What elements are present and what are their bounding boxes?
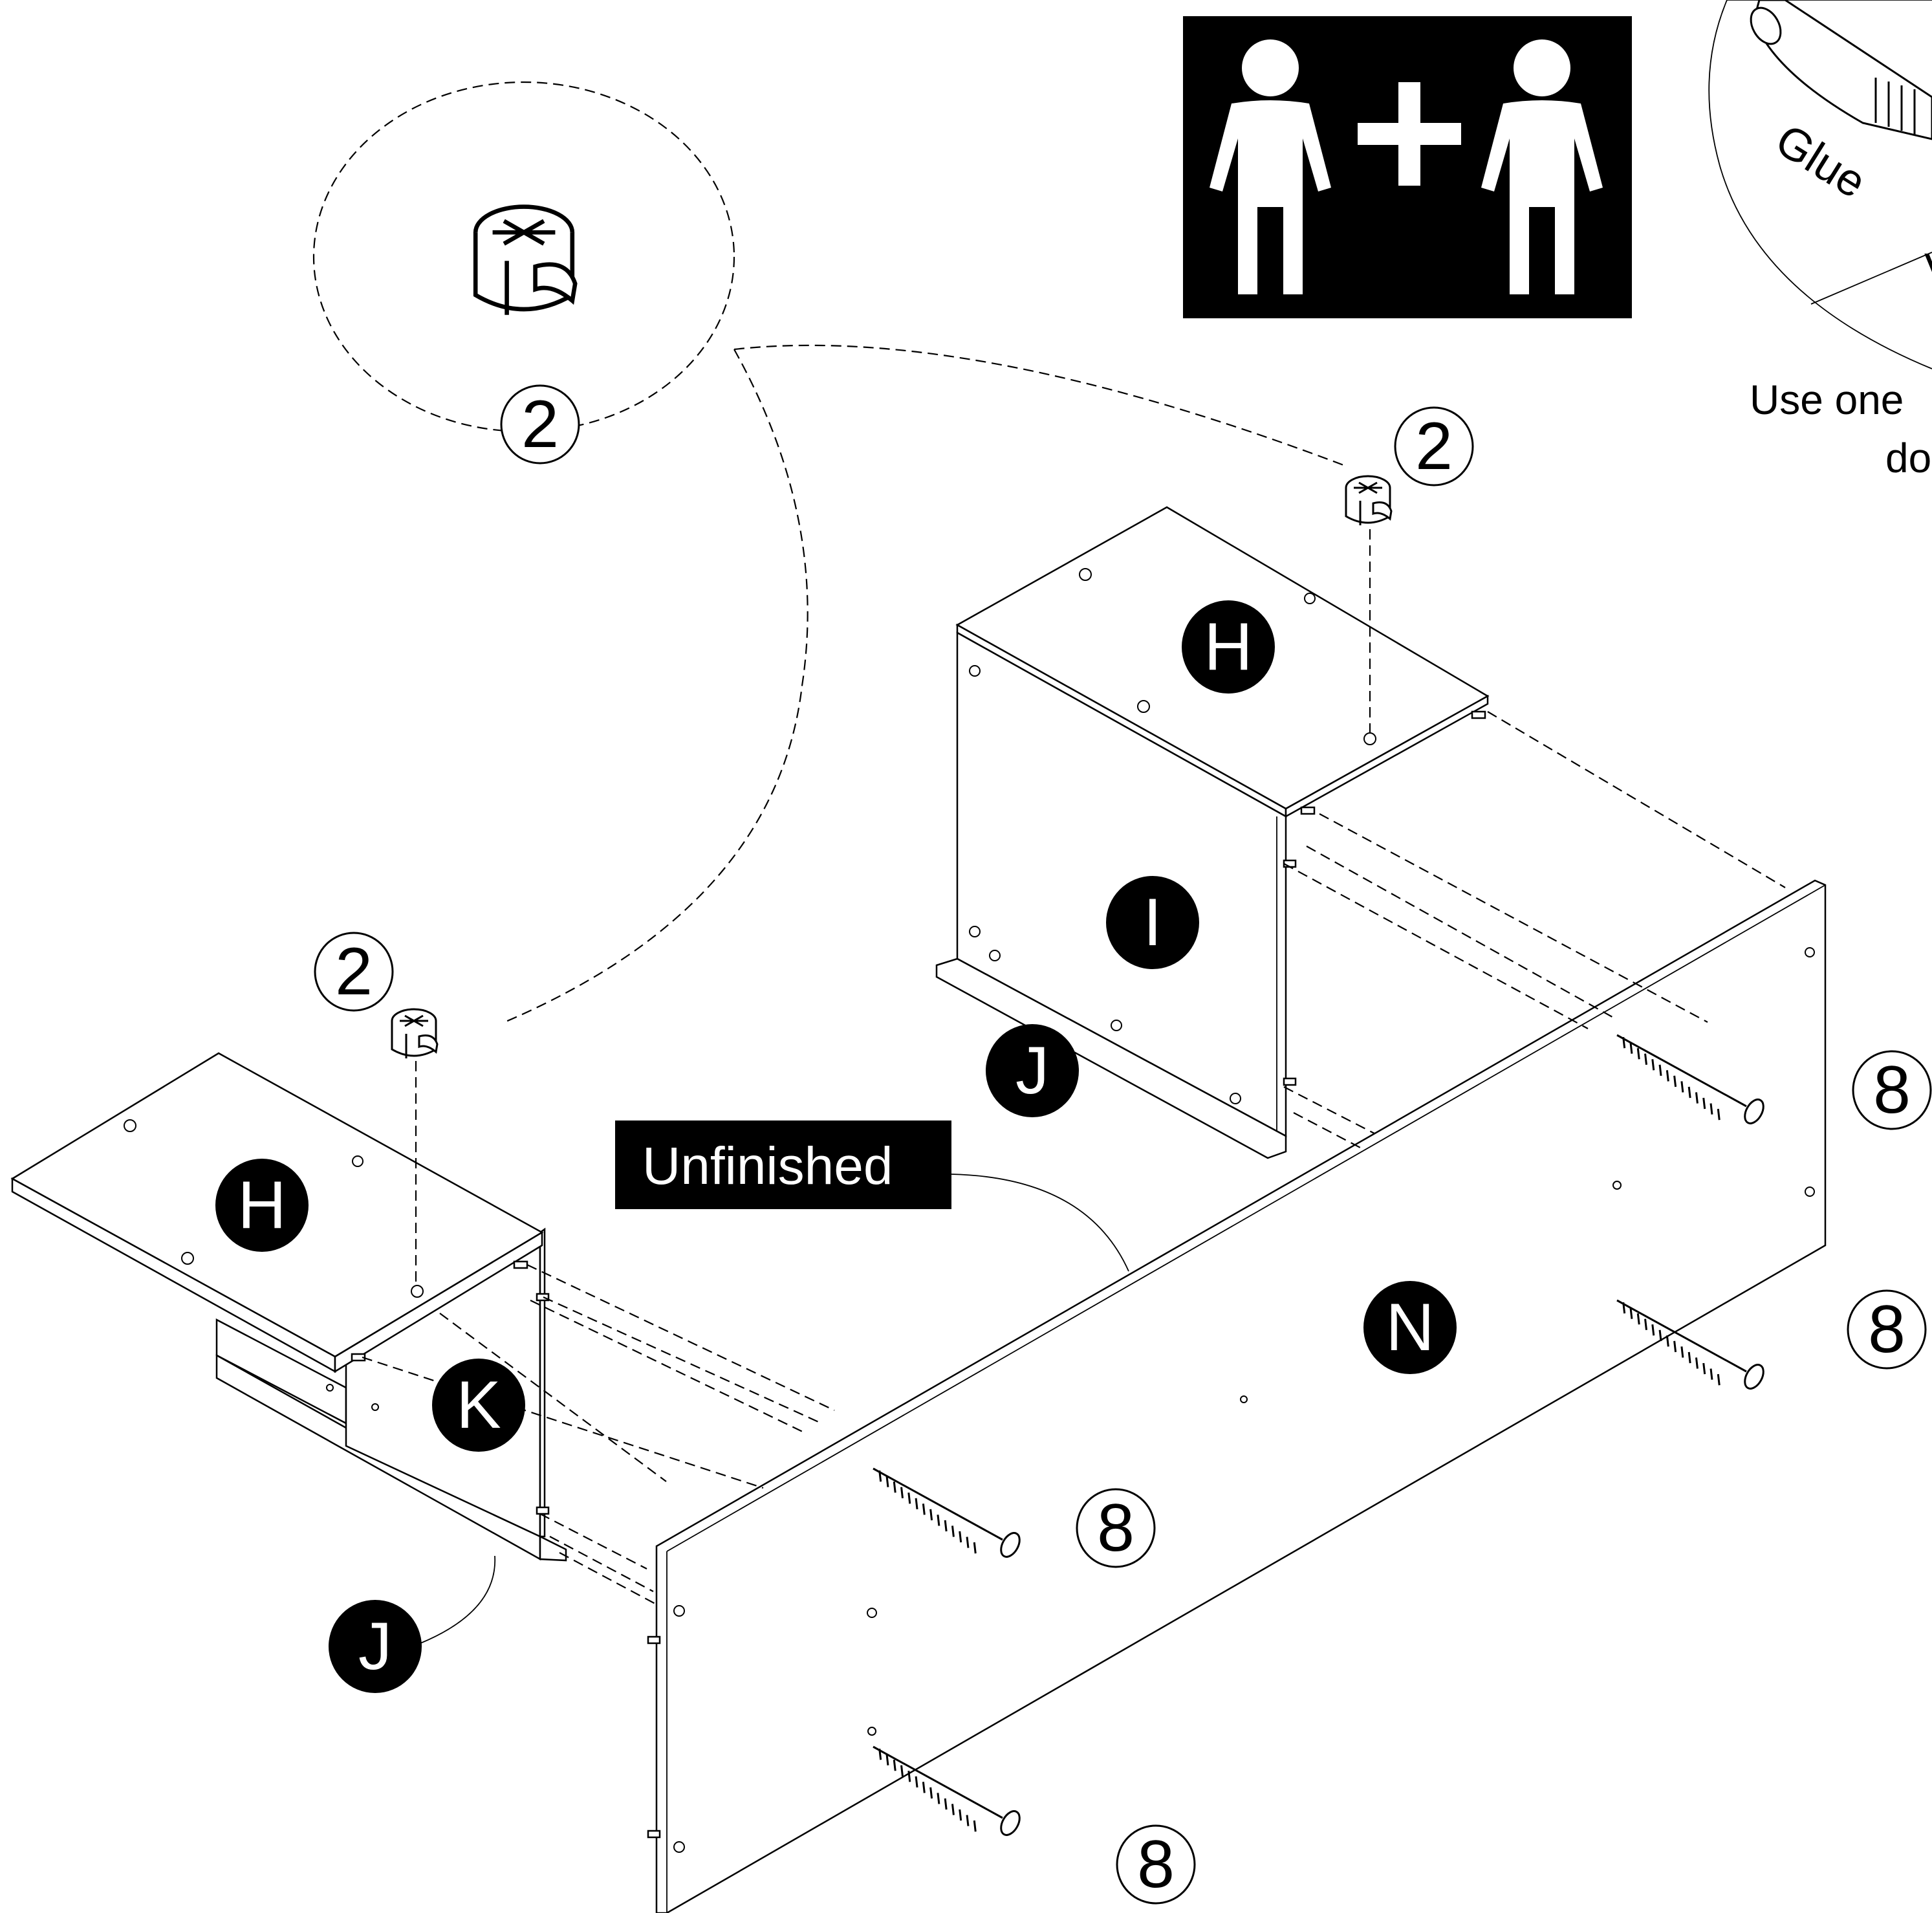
lower-unit [10, 1052, 567, 1562]
part-label-h-left: H [237, 1168, 286, 1243]
glue-label: Glue [1767, 115, 1875, 208]
cam-lock-left-qty: 2 [335, 934, 373, 1009]
screw-bottom-qty: 8 [1137, 1827, 1175, 1902]
glue-extra-label: V [1924, 244, 1932, 294]
cam-lock-detail: 2 [312, 81, 1346, 1023]
part-label-k: K [456, 1368, 501, 1443]
alignment-lines [362, 711, 1786, 1605]
cam-lock-icon [1345, 475, 1393, 527]
part-label-h-top: H [1204, 609, 1252, 684]
screw-middle-qty: 8 [1097, 1491, 1134, 1566]
part-label-j-top: J [1015, 1033, 1049, 1108]
part-label-i: I [1144, 885, 1162, 960]
screw-upper-right-qty: 8 [1873, 1053, 1911, 1128]
wooden-dowel-icon [1750, 0, 1932, 140]
unfinished-label: Unfinished [615, 1120, 1129, 1272]
cam-lock-top-qty: 2 [1415, 409, 1453, 484]
glue-detail: Glue V [1708, 0, 1932, 369]
qty-circle [500, 384, 580, 465]
panel-n [647, 879, 1827, 1913]
two-person-assembly-icon [1183, 16, 1632, 318]
part-label-j-left: J [358, 1609, 392, 1684]
part-label-n: N [1385, 1290, 1434, 1365]
note-line-1: Use one [1750, 377, 1904, 423]
screw-lower-right-qty: 8 [1868, 1292, 1905, 1367]
cam-lock-icon [391, 1008, 439, 1060]
note-line-2: do [1885, 435, 1931, 481]
unfinished-text: Unfinished [642, 1137, 893, 1196]
cam-lock-detail-qty: 2 [521, 387, 559, 462]
cam-lock-icon [475, 207, 575, 315]
